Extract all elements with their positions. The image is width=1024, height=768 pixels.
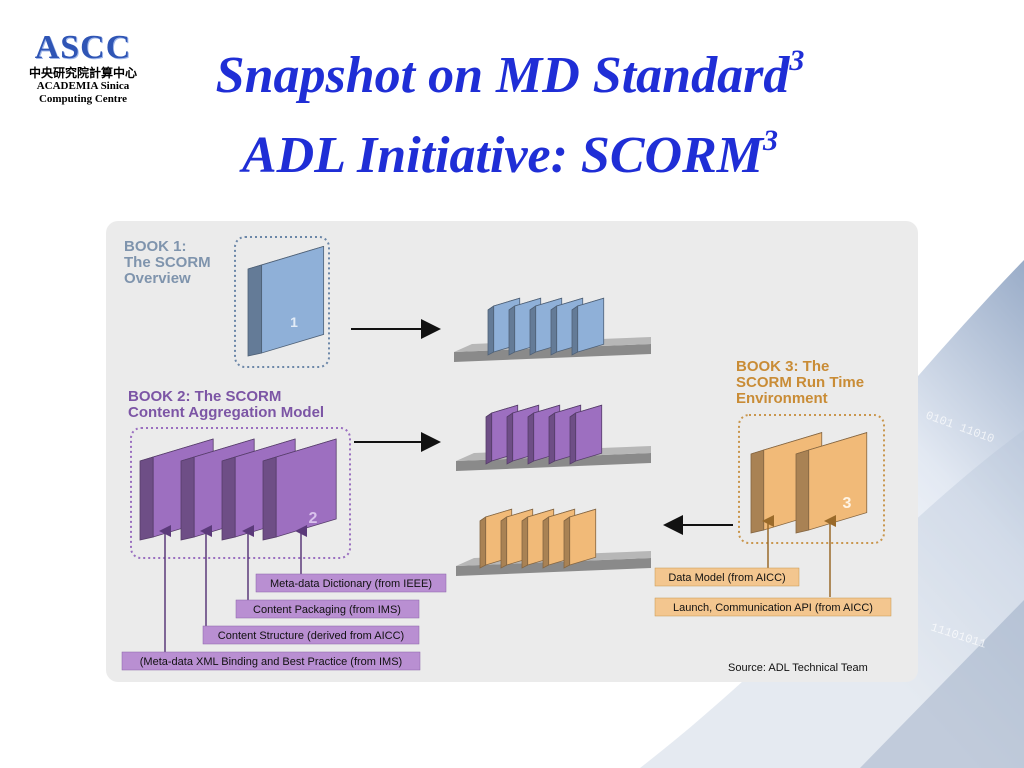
svg-text:Meta-data Dictionary (from IEE: Meta-data Dictionary (from IEEE)	[270, 578, 432, 590]
label-content-structure: Content Structure (derived from AICC)	[202, 625, 420, 645]
label-launch-api: Launch, Communication API (from AICC)	[654, 597, 892, 617]
svg-text:Content Packaging (from IMS): Content Packaging (from IMS)	[253, 604, 401, 616]
svg-text:(Meta-data XML Binding and Bes: (Meta-data XML Binding and Best Practice…	[140, 656, 402, 668]
svg-text:Content Structure (derived fro: Content Structure (derived from AICC)	[218, 630, 404, 642]
book1-number: 1	[290, 314, 298, 330]
book1-volume	[247, 245, 325, 357]
label-xml-binding: (Meta-data XML Binding and Best Practice…	[121, 651, 421, 671]
label-metadata-dictionary: Meta-data Dictionary (from IEEE)	[255, 573, 447, 593]
title-line1-sup: 3	[789, 44, 805, 77]
source-note: Source: ADL Technical Team	[728, 662, 868, 674]
title-line2-text: ADL Initiative: SCORM	[241, 127, 763, 184]
label-data-model: Data Model (from AICC)	[654, 567, 800, 587]
svg-text:Launch, Communication API (fro: Launch, Communication API (from AICC)	[673, 602, 873, 614]
book3-number: 3	[843, 495, 852, 512]
slide-title-line1: Snapshot on MD Standard3	[140, 46, 880, 106]
logo-chinese: 中央研究院計算中心	[28, 66, 137, 80]
book2-volume-4	[262, 438, 337, 541]
slide-title-line2: ADL Initiative: SCORM3	[140, 126, 880, 186]
book2-number: 2	[309, 510, 318, 527]
logo-line1: ACADEMIA Sinica	[36, 80, 130, 92]
shelf1-book-5	[571, 297, 605, 356]
label-content-packaging: Content Packaging (from IMS)	[235, 599, 420, 619]
shelf2-book-5	[569, 404, 603, 465]
svg-text:Data Model (from AICC): Data Model (from AICC)	[668, 572, 785, 584]
book1-frame	[234, 236, 330, 368]
book3-volume-2	[795, 432, 868, 534]
logo-line2: Computing Centre	[38, 93, 128, 105]
ascc-logo: ASCC 中央研究院計算中心 ACADEMIA Sinica Computing…	[22, 30, 144, 106]
shelf3-book-5	[563, 508, 597, 569]
title-line2-sup: 3	[763, 124, 778, 157]
logo-mark: ASCC	[34, 29, 132, 66]
book3-frame	[738, 414, 885, 544]
title-line1-text: Snapshot on MD Standard	[215, 47, 790, 104]
